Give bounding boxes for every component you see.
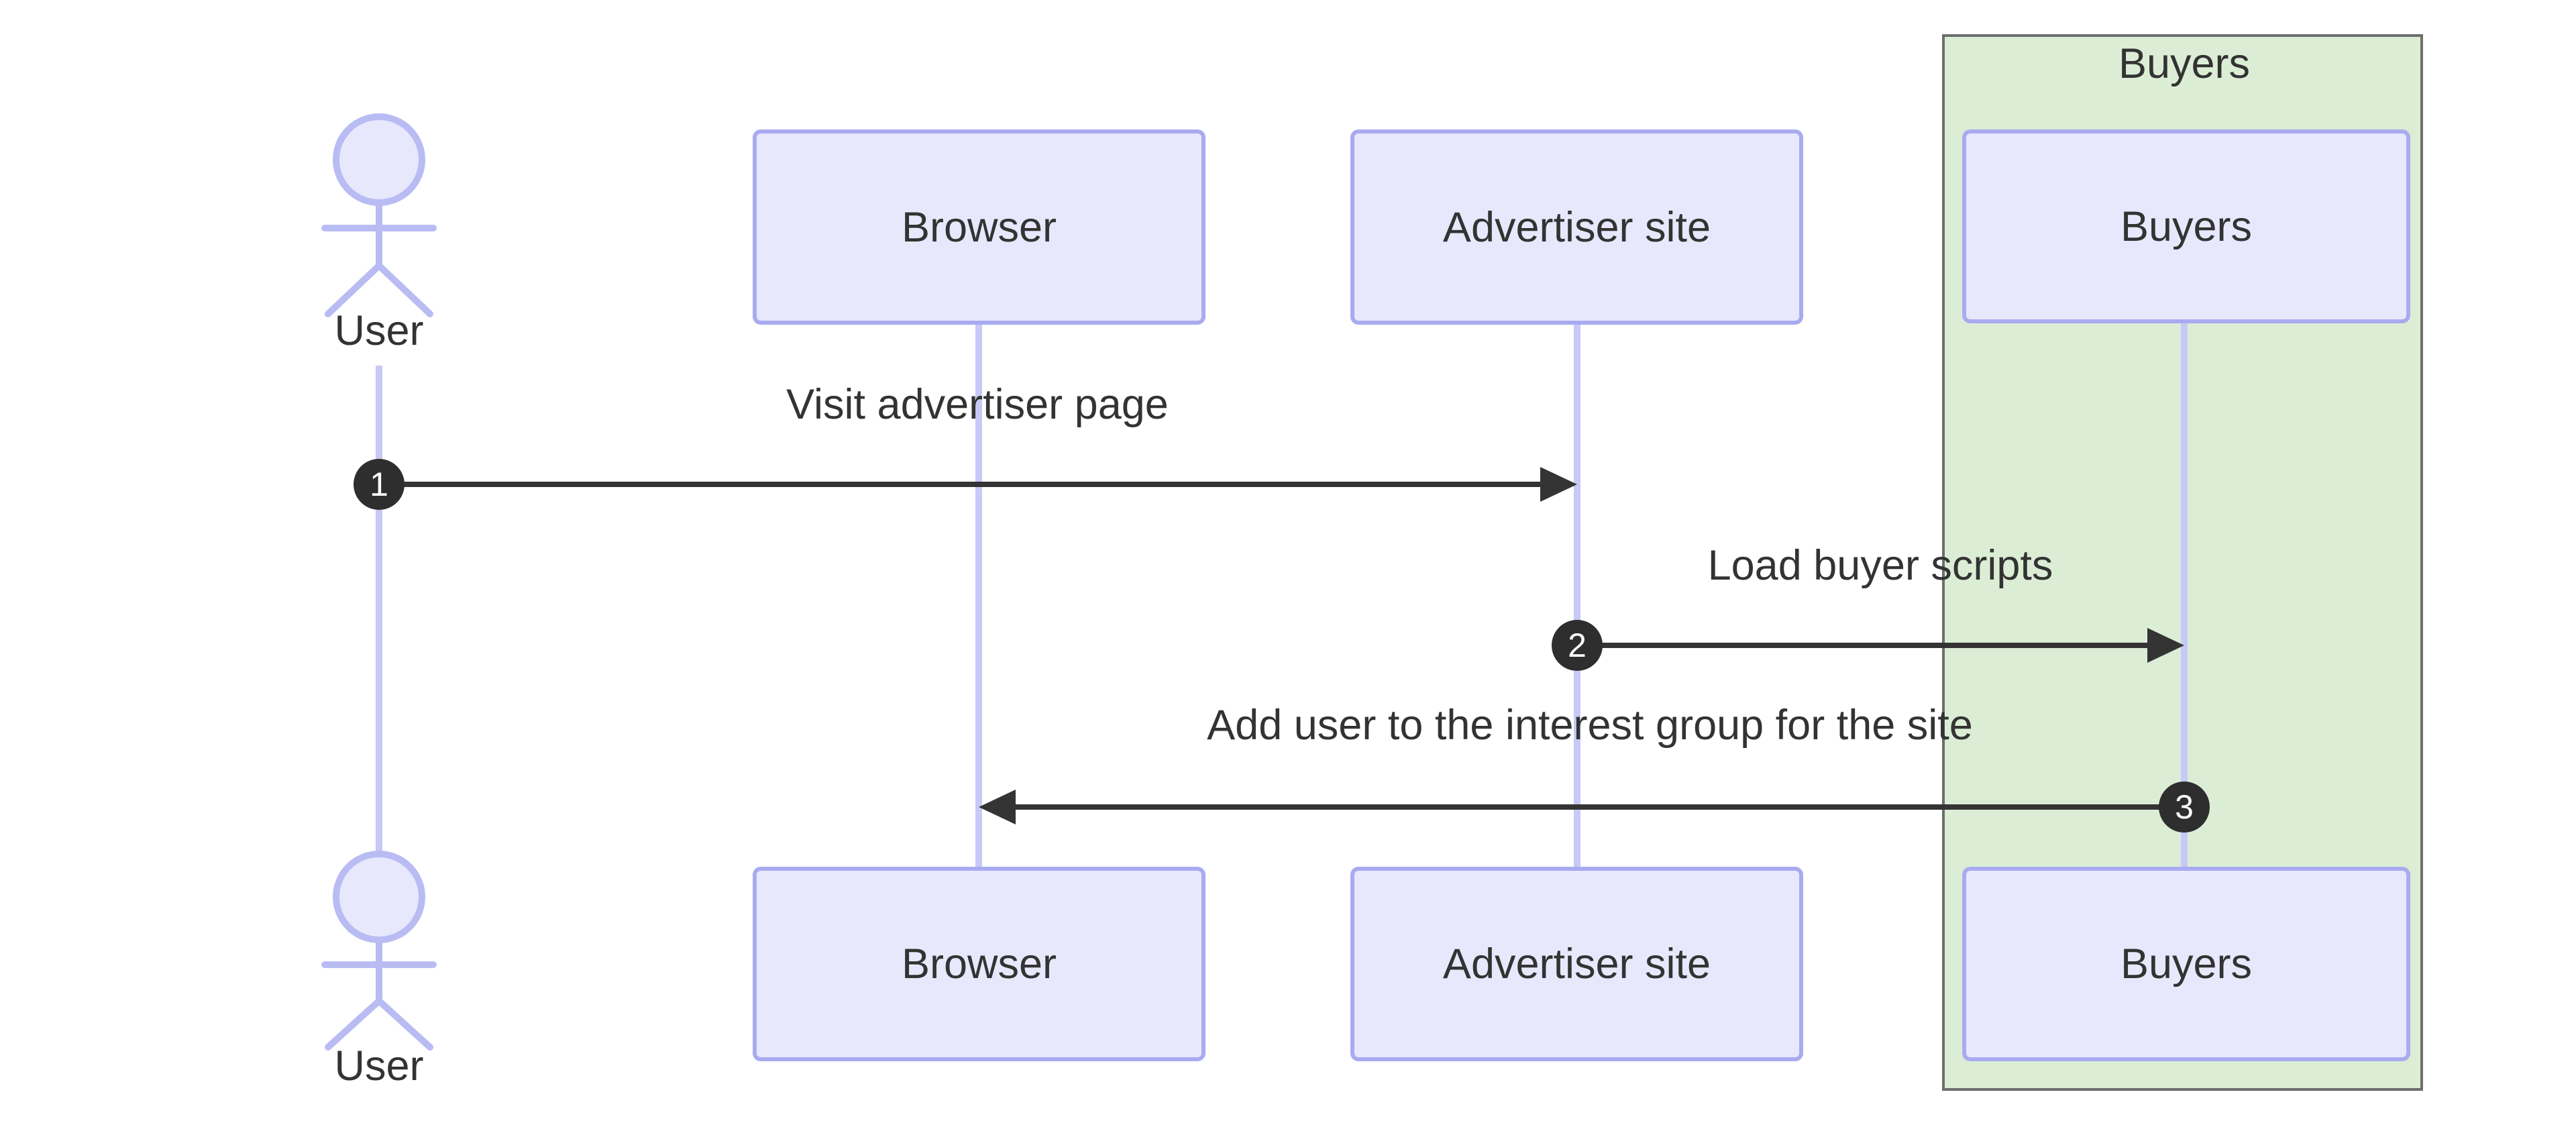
message-label-3: Add user to the interest group for the s… xyxy=(1207,702,1973,749)
participant-box-browser-top: Browser xyxy=(753,129,1205,325)
message-arrow-3 xyxy=(979,790,2184,824)
arrowhead-left-icon xyxy=(979,790,1016,824)
actor-head-icon xyxy=(333,851,425,943)
participant-label: Buyers xyxy=(2120,203,2253,250)
sequence-number-badge-2: 2 xyxy=(1552,620,1603,671)
message-label-1: Visit advertiser page xyxy=(786,381,1169,428)
sequence-number: 2 xyxy=(1568,627,1587,664)
message-arrow-2 xyxy=(1577,628,2184,663)
message-arrow-1 xyxy=(379,467,1577,502)
actor-label-user-top: User xyxy=(334,307,424,354)
participant-box-advertiser-site-top: Advertiser site xyxy=(1350,129,1803,325)
participant-label: Browser xyxy=(901,941,1057,987)
participant-box-browser-bottom: Browser xyxy=(753,867,1205,1061)
arrowhead-right-icon xyxy=(1540,467,1577,502)
participant-box-advertiser-site-bottom: Advertiser site xyxy=(1350,867,1803,1061)
sequence-number: 1 xyxy=(370,466,388,503)
sequence-number-badge-3: 3 xyxy=(2159,782,2210,833)
actor-figure-user-bottom xyxy=(321,851,437,1051)
sequence-number: 3 xyxy=(2175,788,2194,826)
message-label-2: Load buyer scripts xyxy=(1707,542,2053,589)
arrowhead-right-icon xyxy=(2147,628,2184,663)
actor-label-user-bottom: User xyxy=(334,1042,424,1089)
participant-box-buyers-bottom: Buyers xyxy=(1962,867,2410,1061)
participant-box-buyers-top: Buyers xyxy=(1962,129,2410,323)
sequence-number-badge-1: 1 xyxy=(354,459,405,510)
actor-figure-user-top xyxy=(321,113,437,317)
participant-label: Advertiser site xyxy=(1442,941,1711,987)
participant-label: Advertiser site xyxy=(1442,203,1711,251)
group-title: Buyers xyxy=(2118,40,2251,87)
participant-label: Browser xyxy=(901,203,1057,251)
actor-head-icon xyxy=(333,113,425,206)
participant-label: Buyers xyxy=(2120,941,2253,987)
